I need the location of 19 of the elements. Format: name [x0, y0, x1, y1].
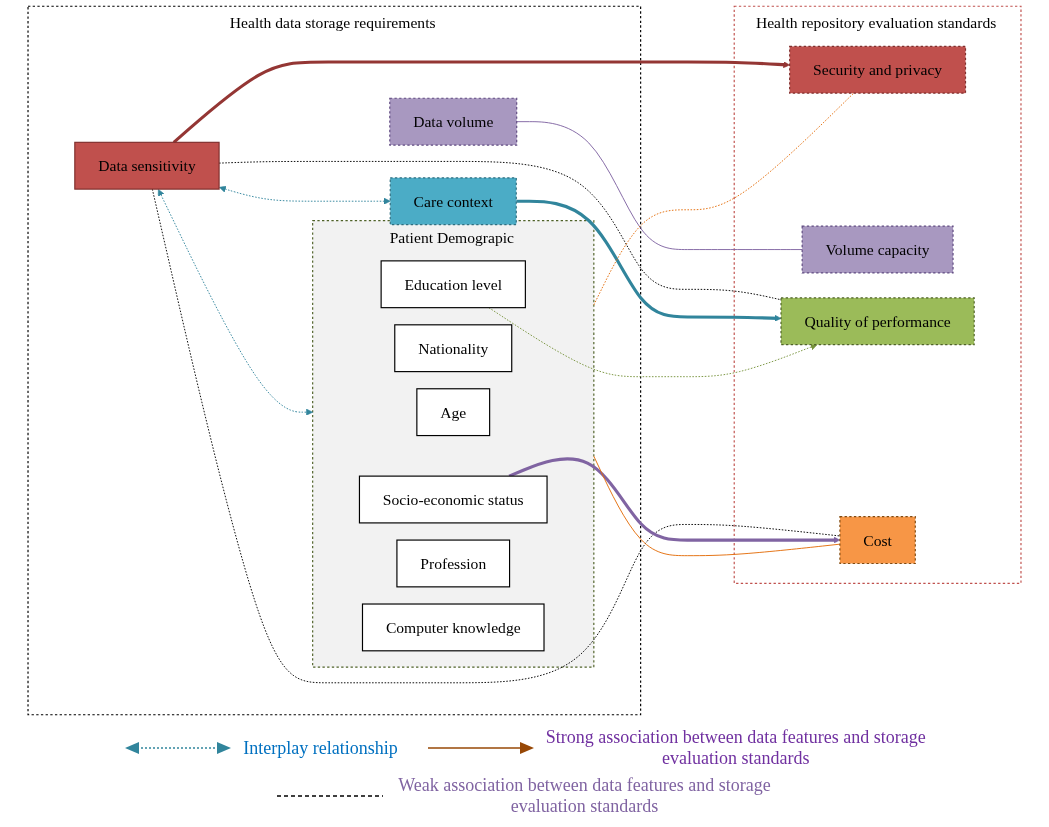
node-box: Quality of performance	[780, 297, 975, 346]
node-box: Care context	[389, 177, 517, 226]
node-box: Cost	[839, 516, 916, 565]
node-box: Data sensitivity	[74, 141, 220, 190]
node-box: Education level	[380, 260, 526, 309]
node-box: Socio-economic status	[358, 475, 548, 524]
connector	[516, 121, 803, 251]
node-box: Age	[416, 388, 491, 437]
node-box: Security and privacy	[789, 45, 967, 94]
node-box: Nationality	[394, 324, 513, 373]
arrow	[172, 60, 790, 144]
node-box: Computer knowledge	[361, 603, 545, 652]
node-box: Volume capacity	[801, 225, 954, 274]
legend-text: Interplay relationship	[243, 737, 398, 759]
legend-text: Strong association between data features and storage evaluation standards	[545, 727, 926, 769]
node-box: Data volume	[389, 97, 518, 146]
legend-text: Weak association between data features and storage evaluation standards	[397, 775, 772, 817]
arrow	[516, 199, 782, 322]
node-box: Profession	[396, 539, 511, 588]
